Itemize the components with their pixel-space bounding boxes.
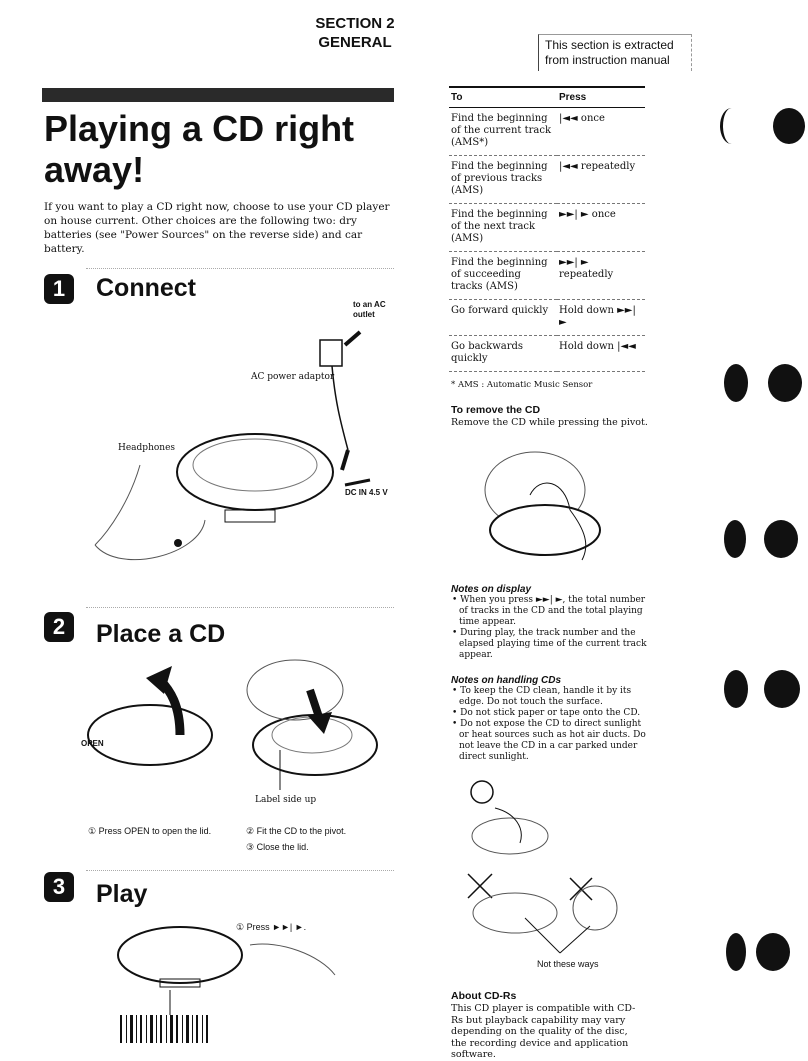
step-3-title: Play [96,880,148,908]
table-cell: ►►| ► once [557,203,645,252]
registration-mark [764,670,800,708]
cdr-title: About CD-Rs [451,990,517,1002]
table-row: Find the beginning of the next track (AM… [449,203,645,252]
remove-cd-illustration [484,451,601,561]
registration-mark [720,108,743,144]
remove-text: Remove the CD while pressing the pivot. [451,417,648,428]
extract-note: This section is extracted from instructi… [538,34,692,71]
dcin-label: DC IN 4.5 V [345,488,388,497]
place-step-2: ② Fit the CD to the pivot. [246,826,347,836]
list-item: During play, the track number and the el… [459,628,653,661]
place-step-1: ① Press OPEN to open the lid. [88,826,212,836]
intro-text: If you want to play a CD right now, choo… [44,201,390,255]
step-rule [86,268,394,270]
ac-outlet-label: to an AC outlet [353,300,386,319]
registration-mark [773,108,805,144]
place-step-3: ③ Close the lid. [246,842,309,852]
table-cell: Find the beginning of previous tracks (A… [449,155,557,204]
col-header-press: Press [557,86,645,108]
registration-mark [764,520,798,558]
table-cell: |◄◄ repeatedly [557,155,645,204]
table-footnote: * AMS : Automatic Music Sensor [451,380,593,390]
headphones-label: Headphones [118,443,176,453]
page-title: Playing a CD right away! [44,108,355,190]
registration-mark [724,364,748,402]
connect-illustration [94,330,371,561]
open-label: OPEN [81,739,104,748]
notes-handling-list: To keep the CD clean, handle it by its e… [451,686,653,763]
title-bar [42,88,394,102]
step-rule [86,870,394,872]
adaptor-label: AC power adaptor [251,372,335,382]
table-cell: Go forward quickly [449,299,557,336]
table-cell: Find the beginning of succeeding tracks … [449,251,557,300]
step-1-badge: 1 [44,274,74,304]
handling-illustration [467,780,618,954]
step-1-title: Connect [96,274,196,302]
registration-mark [726,933,746,971]
col-header-to: To [449,86,557,108]
notes-display-list: When you press ►►| ►, the total number o… [451,595,653,661]
table-cell: Find the beginning of the next track (AM… [449,203,557,252]
table-cell: Hold down |◄◄ [557,335,645,372]
list-item: Do not expose the CD to direct sunlight … [459,719,653,763]
registration-mark [724,520,746,558]
table-cell: |◄◄ once [557,107,645,156]
step-3-badge: 3 [44,872,74,902]
place-cd-illustration [87,659,378,790]
table-cell: Hold down ►►| ► [557,299,645,336]
table-cell: ►►| ► repeatedly [557,251,645,300]
section-name: GENERAL [318,34,392,51]
registration-mark [768,364,802,402]
step-2-badge: 2 [44,612,74,642]
list-item: When you press ►►| ►, the total number o… [459,595,653,628]
table-cell: Find the beginning of the current track … [449,107,557,156]
remove-title: To remove the CD [451,404,541,416]
table-cell: Go backwards quickly [449,335,557,372]
cdr-text: This CD player is compatible with CD-Rs … [451,1003,636,1060]
step-2-title: Place a CD [96,620,226,648]
registration-mark [756,933,790,971]
table-row: Find the beginning of succeeding tracks … [449,251,645,300]
list-item: Do not stick paper or tape onto the CD. [459,708,653,719]
table-row: Find the beginning of the current track … [449,107,645,156]
step-rule [86,607,394,609]
section-number: SECTION 2 [315,15,395,32]
operations-table-wrap: To Press Find the beginning of the curre… [449,86,645,372]
play-press-label: ① Press ►►| ►. [236,922,307,932]
label-side-up: Label side up [255,795,317,805]
list-item: To keep the CD clean, handle it by its e… [459,686,653,708]
operations-table: To Press Find the beginning of the curre… [449,86,645,372]
notes-handling-title: Notes on handling CDs [451,675,561,686]
registration-mark [724,670,748,708]
section-header: SECTION 2 GENERAL [290,14,420,52]
table-row: Find the beginning of previous tracks (A… [449,155,645,204]
not-these-ways-label: Not these ways [537,959,599,969]
play-illustration [117,926,336,1043]
notes-display-title: Notes on display [451,584,532,595]
